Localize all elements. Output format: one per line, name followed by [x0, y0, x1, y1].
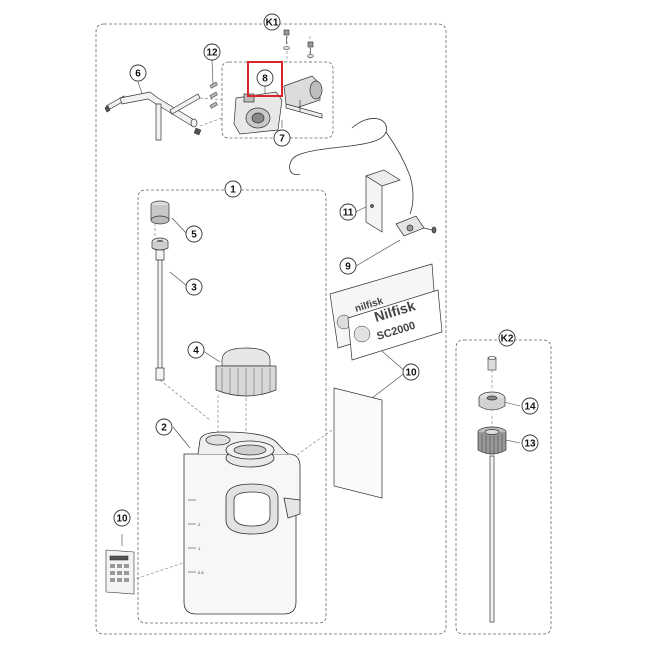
small-fittings-part	[193, 81, 218, 136]
svg-text:14: 14	[524, 402, 536, 413]
svg-text:5: 5	[191, 230, 197, 241]
svg-text:4: 4	[193, 346, 199, 357]
k1-group-frame	[95, 23, 447, 635]
svg-text:10: 10	[116, 514, 128, 525]
assembly-guide-lines	[131, 36, 493, 581]
pump-assembly-part	[233, 75, 323, 135]
callout-k2: K2	[498, 329, 516, 347]
pump-subgroup-frame	[221, 61, 334, 139]
callout-3: 3	[185, 278, 203, 296]
callout-12: 12	[203, 43, 221, 61]
callout-10-decals: 10	[402, 363, 420, 381]
suction-tube-part	[155, 249, 165, 381]
svg-text:9: 9	[345, 262, 351, 273]
callout-4: 4	[187, 341, 205, 359]
callout-8-highlighted: 8	[247, 61, 283, 97]
tank-scale-mark-1: 2	[198, 522, 201, 527]
k2-suction-tube-part	[489, 455, 495, 623]
callout-6: 6	[129, 64, 147, 82]
k2-valve-pin-part	[487, 356, 497, 371]
callout-9: 9	[339, 257, 357, 275]
k2-adapter-part	[478, 391, 506, 411]
screw-cap-part	[215, 347, 277, 397]
k2-group-frame	[455, 339, 552, 635]
callout-5: 5	[185, 225, 203, 243]
callout-8-highlight-box	[247, 61, 283, 97]
callout-2: 2	[155, 418, 173, 436]
svg-text:K1: K1	[266, 18, 279, 29]
callout-10-label: 10	[113, 509, 131, 527]
svg-text:1: 1	[230, 185, 236, 196]
svg-text:8: 8	[262, 74, 268, 85]
svg-text:13: 13	[524, 439, 536, 450]
svg-text:10: 10	[405, 368, 417, 379]
callout-13: 13	[521, 434, 539, 452]
tank-scale-mark-2: 1	[198, 546, 201, 551]
callout-k1: K1	[263, 13, 281, 31]
callout-1: 1	[224, 180, 242, 198]
k2-screw-cap-part	[477, 426, 507, 455]
suction-pipe-part	[104, 91, 201, 141]
svg-text:3: 3	[191, 283, 197, 294]
leader-lines	[121, 59, 521, 546]
callout-14: 14	[521, 397, 539, 415]
callout-11: 11	[339, 203, 357, 221]
motor-screws-part	[283, 29, 314, 58]
detergent-tank-part	[183, 431, 301, 615]
callout-7: 7	[273, 129, 291, 147]
tank-scale-mark-3: 0.5	[198, 570, 204, 575]
svg-text:6: 6	[135, 69, 141, 80]
tank-subgroup-frame	[137, 189, 327, 624]
level-switch-part	[395, 215, 437, 237]
svg-text:12: 12	[206, 48, 218, 59]
bracket-part	[365, 169, 401, 233]
svg-text:2: 2	[161, 423, 167, 434]
instruction-label-part	[105, 549, 135, 595]
tube-washer-part	[151, 237, 169, 251]
blank-label-part	[333, 387, 383, 499]
svg-text:11: 11	[343, 208, 354, 219]
tank-fitting-cap-part	[150, 200, 170, 225]
svg-text:K2: K2	[501, 334, 514, 345]
svg-text:7: 7	[279, 134, 285, 145]
sensor-cable-part	[289, 118, 414, 215]
